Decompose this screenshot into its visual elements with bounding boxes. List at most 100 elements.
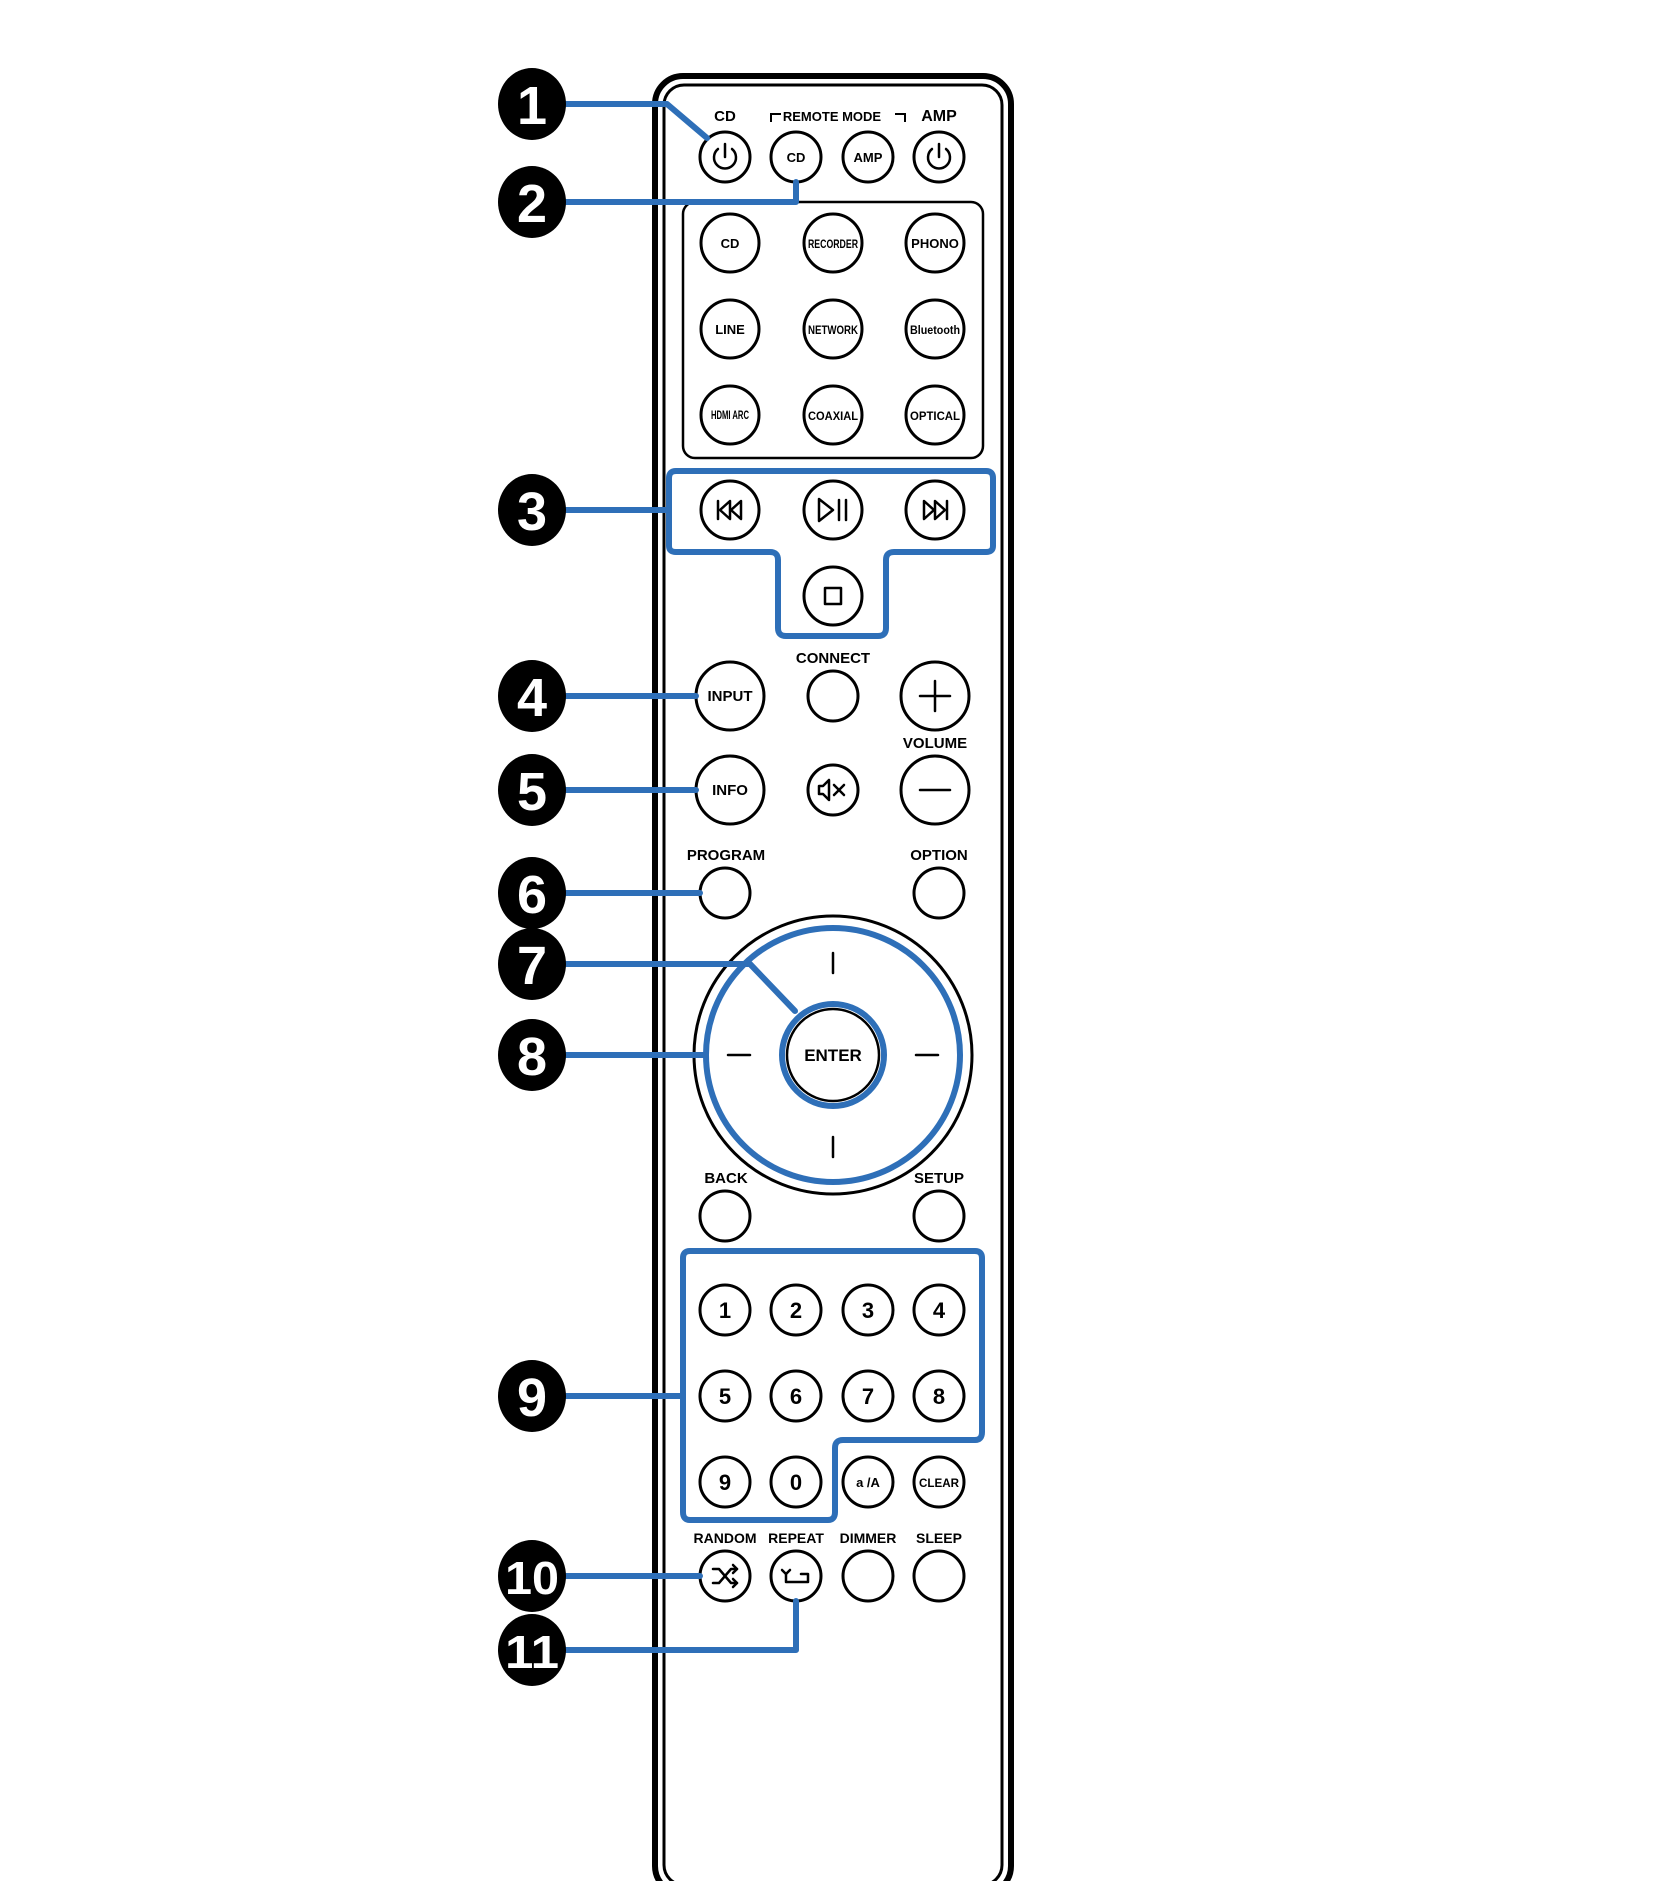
number-button-7[interactable]: 7 (841, 1369, 895, 1423)
power-icon (712, 142, 738, 170)
callout-line-2 (535, 179, 799, 205)
source-button-coaxial[interactable]: COAXIAL (802, 384, 864, 446)
enter-button[interactable]: ENTER (779, 1001, 887, 1109)
number-label: 1 (719, 1298, 731, 1323)
mute-icon (817, 778, 846, 802)
volume-up-button[interactable] (899, 660, 971, 732)
option-label: OPTION (910, 847, 968, 864)
volume-down-button[interactable] (899, 754, 971, 826)
source-button-recorder[interactable]: RECORDER (802, 212, 864, 274)
callout-badge-3: 3 (498, 474, 566, 546)
source-label: RECORDER (808, 237, 858, 251)
callout-number: 3 (517, 482, 547, 542)
number-button-4[interactable]: 4 (912, 1283, 966, 1337)
number-label: 5 (719, 1384, 731, 1409)
repeat-icon (780, 1568, 810, 1584)
random-button[interactable] (698, 1549, 752, 1603)
play-pause-button[interactable] (802, 479, 864, 541)
connect-label: CONNECT (796, 650, 870, 667)
number-label: 3 (862, 1298, 874, 1323)
source-button-bluetooth[interactable]: Bluetooth (904, 298, 966, 360)
mute-button[interactable] (806, 763, 860, 817)
skip-back-icon (716, 499, 743, 521)
callout-number: 10 (505, 1552, 559, 1604)
cd-power-label: CD (714, 108, 736, 125)
shuffle-icon (711, 1563, 739, 1589)
remote-mode-amp-button[interactable]: AMP (841, 130, 895, 184)
number-label: 0 (790, 1470, 802, 1495)
number-button-5[interactable]: 5 (698, 1369, 752, 1423)
source-button-network[interactable]: NETWORK (802, 298, 864, 360)
source-panel (681, 200, 985, 460)
source-button-line[interactable]: LINE (699, 298, 761, 360)
setup-label: SETUP (914, 1170, 964, 1187)
number-button-6[interactable]: 6 (769, 1369, 823, 1423)
callout-badge-5: 5 (498, 754, 566, 826)
remote-mode-cd-button[interactable]: CD (769, 130, 823, 184)
case-toggle-button[interactable]: a /A (841, 1455, 895, 1509)
callout-badge-6: 6 (498, 857, 566, 929)
number-label: 6 (790, 1384, 802, 1409)
sleep-button[interactable] (912, 1549, 966, 1603)
number-label: 9 (719, 1470, 731, 1495)
number-button-3[interactable]: 3 (841, 1283, 895, 1337)
skip-back-button[interactable] (699, 479, 761, 541)
source-label: Bluetooth (910, 323, 960, 337)
play-pause-icon (817, 497, 848, 523)
sleep-label: SLEEP (916, 1530, 962, 1546)
back-label: BACK (704, 1170, 747, 1187)
random-label: RANDOM (694, 1530, 757, 1546)
callout-badge-4: 4 (498, 660, 566, 732)
callout-badge-7: 7 (498, 928, 566, 1000)
back-button[interactable] (698, 1189, 752, 1243)
transport-group-outline (666, 468, 996, 639)
remote-mode-bracket: REMOTE MODE (770, 109, 906, 124)
amp-power-button[interactable] (912, 130, 966, 184)
program-button[interactable] (698, 866, 752, 920)
numpad-group-outline (680, 1248, 985, 1523)
number-button-9[interactable]: 9 (698, 1455, 752, 1509)
callout-number: 8 (517, 1027, 547, 1087)
callout-badge-10: 10 (498, 1540, 566, 1612)
number-label: 4 (933, 1298, 946, 1323)
source-label: COAXIAL (808, 409, 858, 423)
callout-badge-8: 8 (498, 1019, 566, 1091)
source-button-phono[interactable]: PHONO (904, 212, 966, 274)
number-button-1[interactable]: 1 (698, 1283, 752, 1337)
setup-button[interactable] (912, 1189, 966, 1243)
callout-line-7 (535, 961, 798, 1014)
source-label: PHONO (911, 236, 959, 251)
remote-mode-label: REMOTE MODE (783, 109, 882, 124)
connect-button[interactable] (806, 669, 860, 723)
source-label: LINE (715, 322, 745, 337)
stop-icon (823, 586, 843, 606)
callout-badge-11: 11 (498, 1614, 566, 1686)
callout-number: 5 (517, 762, 547, 822)
number-button-8[interactable]: 8 (912, 1369, 966, 1423)
callout-number: 2 (517, 174, 547, 234)
repeat-button[interactable] (769, 1549, 823, 1603)
callout-badge-9: 9 (498, 1360, 566, 1432)
info-button[interactable]: INFO (694, 754, 766, 826)
callout-number: 6 (517, 865, 547, 925)
source-button-optical[interactable]: OPTICAL (904, 384, 966, 446)
option-button[interactable] (912, 866, 966, 920)
plus-icon (918, 679, 952, 713)
cd-power-button[interactable] (698, 130, 752, 184)
number-label: 7 (862, 1384, 874, 1409)
info-label: INFO (712, 782, 748, 799)
skip-forward-button[interactable] (904, 479, 966, 541)
clear-button[interactable]: CLEAR (912, 1455, 966, 1509)
callout-line-1 (535, 101, 710, 141)
number-button-0[interactable]: 0 (769, 1455, 823, 1509)
number-button-2[interactable]: 2 (769, 1283, 823, 1337)
source-button-cd[interactable]: CD (699, 212, 761, 274)
input-button[interactable]: INPUT (694, 660, 766, 732)
callout-number: 7 (517, 936, 547, 996)
stop-button[interactable] (802, 565, 864, 627)
enter-label: ENTER (804, 1046, 862, 1065)
source-label: NETWORK (808, 323, 858, 337)
dimmer-label: DIMMER (840, 1530, 897, 1546)
source-button-hdmi-arc[interactable]: HDMI ARC (699, 384, 761, 446)
dimmer-button[interactable] (841, 1549, 895, 1603)
